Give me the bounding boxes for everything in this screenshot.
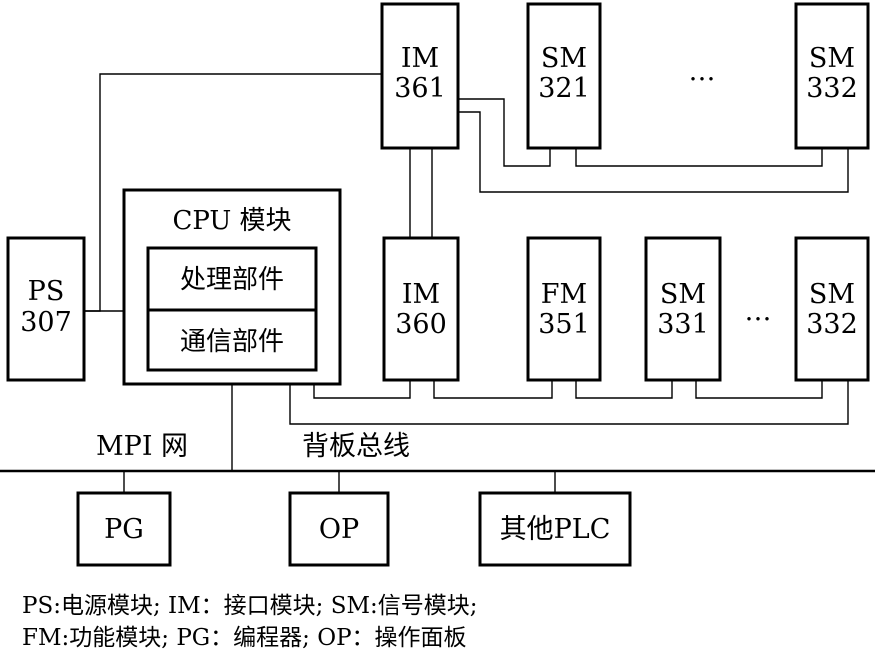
pg-label: PG — [104, 514, 144, 545]
sm321-to-sm332-top-wire — [575, 148, 823, 167]
cpu-module: CPU 模块 处理部件 通信部件 — [122, 188, 342, 386]
communication-unit-label: 通信部件 — [180, 327, 284, 357]
bottom-rack-ellipsis: … — [745, 296, 772, 327]
fm351-line2: 351 — [538, 309, 590, 340]
im361-outer-return-wire — [458, 111, 849, 193]
sm331-module: SM 331 — [644, 236, 722, 382]
ps307-module: PS 307 — [6, 236, 86, 382]
sm332-top-line1: SM — [809, 43, 855, 74]
op-label: OP — [319, 514, 359, 545]
other-plc-device: 其他PLC — [478, 491, 632, 567]
backplane-loop-wire — [289, 380, 849, 425]
im360-to-fm351-wire — [433, 380, 553, 399]
fm351-to-sm331-wire — [575, 380, 673, 399]
wiring — [84, 73, 849, 493]
other-plc-label: 其他PLC — [500, 514, 611, 545]
legend-line-2: FM:功能模块; PG：编程器; OP：操作面板 — [22, 625, 467, 651]
sm332-bottom-line1: SM — [809, 279, 855, 310]
op-device: OP — [288, 491, 390, 567]
im360-line1: IM — [402, 279, 440, 310]
ps307-line2: 307 — [20, 307, 72, 338]
sm331-line1: SM — [660, 279, 706, 310]
mpi-network-label: MPI 网 — [96, 431, 188, 462]
im361-line2: 361 — [394, 73, 446, 104]
sm332-bottom-module: SM 332 — [794, 236, 870, 382]
im361-to-sm321-wire — [458, 98, 551, 167]
sm321-module: SM 321 — [526, 2, 602, 150]
pg-device: PG — [76, 491, 172, 567]
backplane-bus-label: 背板总线 — [302, 431, 410, 462]
sm332-top-module: SM 332 — [794, 2, 870, 150]
im360-line2: 360 — [395, 309, 447, 340]
sm331-to-sm332-wire — [695, 380, 823, 399]
fm351-line1: FM — [541, 279, 587, 310]
sm332-top-line2: 332 — [806, 73, 858, 104]
cpu-title: CPU 模块 — [172, 206, 291, 236]
cpu-to-im360-wire — [313, 380, 411, 399]
sm332-bottom-line2: 332 — [806, 309, 858, 340]
im360-module: IM 360 — [382, 236, 460, 382]
sm321-line2: 321 — [538, 73, 590, 104]
processing-unit-box — [146, 246, 318, 312]
processing-unit-label: 处理部件 — [180, 265, 284, 295]
im361-module: IM 361 — [380, 2, 460, 150]
ps307-line1: PS — [28, 276, 65, 307]
fm351-module: FM 351 — [526, 236, 602, 382]
im361-line1: IM — [401, 43, 439, 74]
legend-line-1: PS:电源模块; IM：接口模块; SM:信号模块; — [22, 593, 478, 619]
sm321-line1: SM — [541, 43, 587, 74]
sm331-line2: 331 — [657, 309, 709, 340]
top-rack-ellipsis: … — [689, 56, 716, 87]
communication-unit-box — [146, 308, 318, 372]
